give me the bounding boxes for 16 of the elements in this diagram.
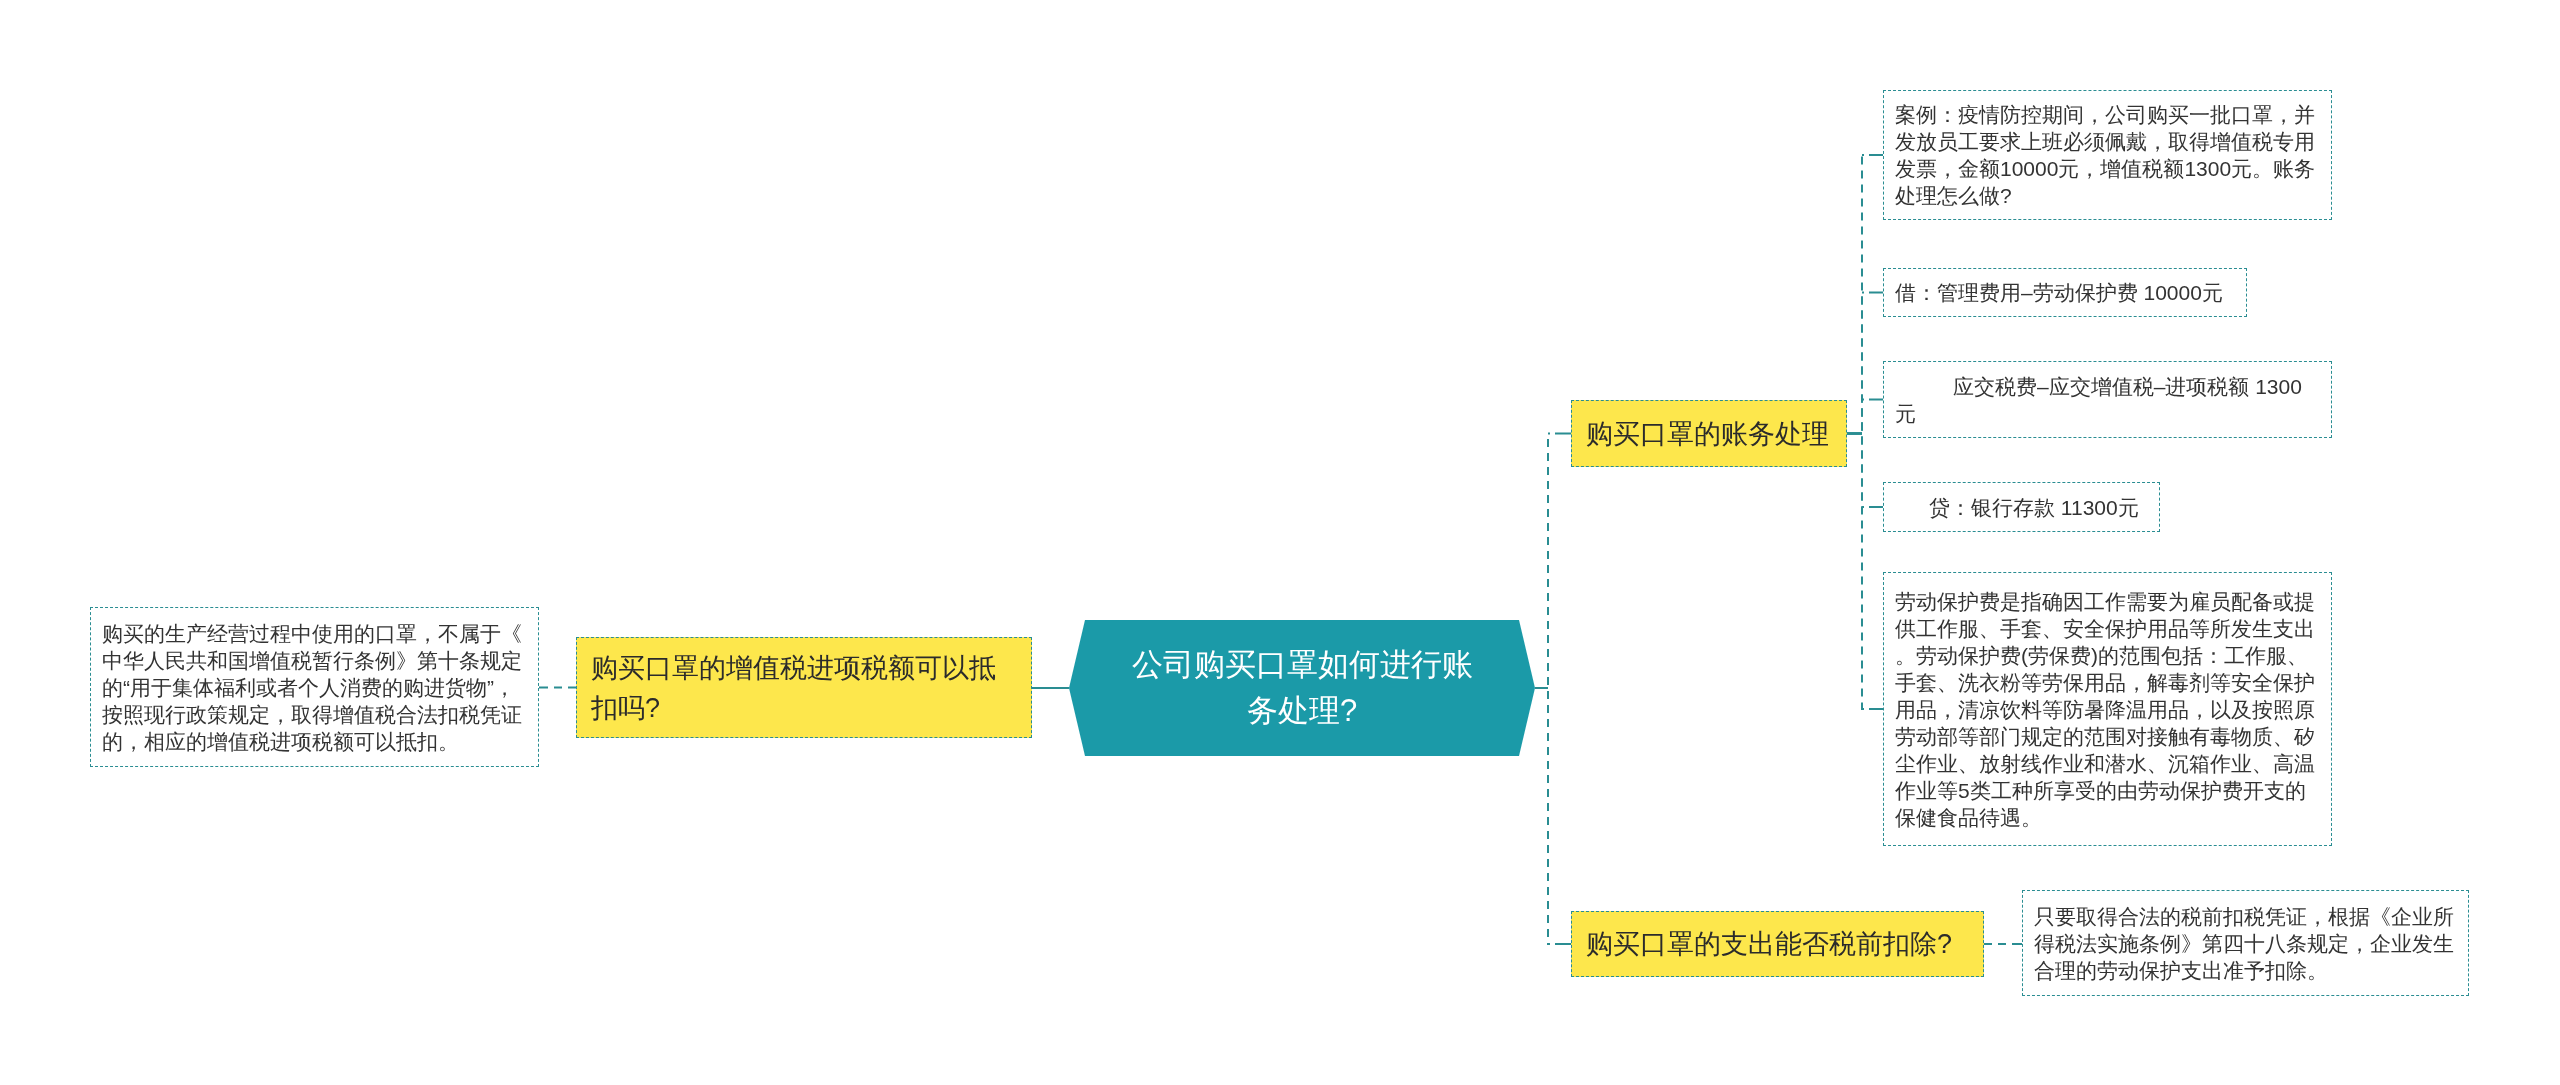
note-box: 贷：银行存款 11300元 — [1883, 482, 2160, 532]
topic-box: 购买口罩的支出能否税前扣除? — [1571, 911, 1984, 977]
connector-line — [1983, 943, 2023, 945]
note-box: 劳动保护费是指确因工作需要为雇员配备或提供工作服、手套、安全保护用品等所发生支出。劳动保护费(劳保费)的范围包括：工作服、手套、洗衣粉等劳保用品，解毒剂等安全保护用品，清凉饮料等防暑降温用品，以及按照原劳动部等部门规定的范围对接触有毒物质、矽尘作业、放射线作业和潜水、沉箱作业、高温作业等5类工种所享受的由劳动保护费开支的保健食品待遇。 — [1883, 572, 2332, 846]
note-box: 只要取得合法的税前扣税凭证，根据《企业所得税法实施条例》第四十八条规定，企业发生合理的劳动保护支出准予扣除。 — [2022, 890, 2469, 996]
connector-line — [1031, 687, 1070, 689]
note-box: 借：管理费用–劳动保护费 10000元 — [1883, 268, 2247, 317]
note-box: 案例：疫情防控期间，公司购买一批口罩，并发放员工要求上班必须佩戴，取得增值税专用发票，金额10000元，增值税额1300元。账务处理怎么做? — [1883, 90, 2332, 220]
note-box: 购买的生产经营过程中使用的口罩，不属于《中华人民共和国增值税暂行条例》第十条规定的“用于集体福利或者个人消费的购进货物”，按照现行政策规定，取得增值税合法扣税凭证的，相应的增值税进项税额可以抵扣。 — [90, 607, 539, 767]
note-box: 应交税费–应交增值税–进项税额 1300元 — [1883, 361, 2332, 438]
connector-line — [1846, 432, 1884, 710]
topic-box: 购买口罩的增值税进项税额可以抵扣吗? — [576, 637, 1032, 738]
connector-line — [538, 686, 577, 689]
connector-line — [1534, 687, 1572, 945]
topic-hexagon: 公司购买口罩如何进行账务处理? — [1069, 620, 1535, 756]
topic-box: 购买口罩的账务处理 — [1571, 400, 1847, 467]
